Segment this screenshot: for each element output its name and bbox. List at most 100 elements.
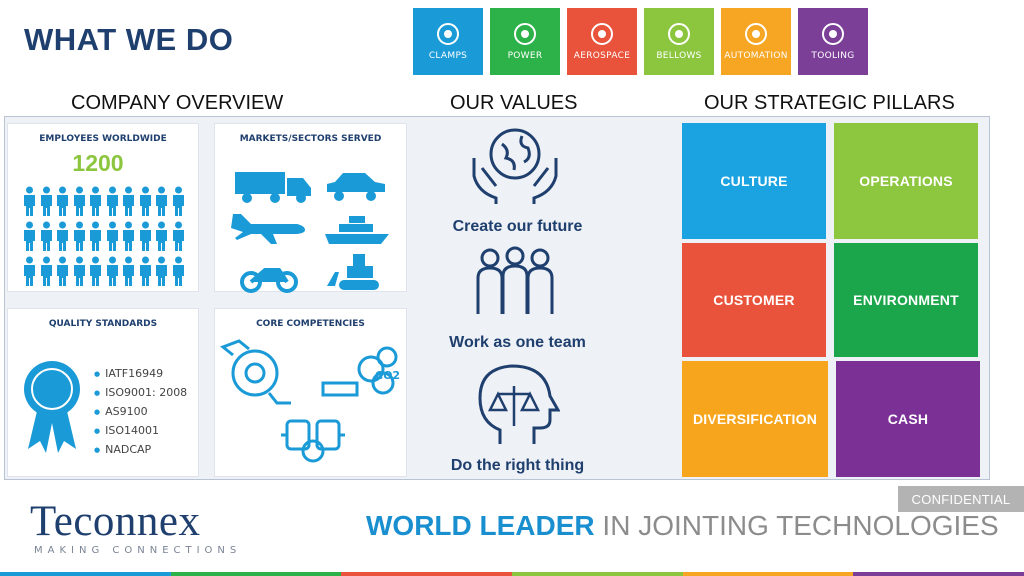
competencies-title: CORE COMPETENCIES	[256, 319, 365, 329]
competencies-icons: CO2	[220, 339, 400, 463]
pillar-cash: CASH	[836, 361, 980, 477]
person-icon	[57, 256, 68, 286]
people-grid	[22, 186, 192, 286]
person-icon	[172, 186, 184, 216]
tile-aerospace[interactable]: AEROSPACE	[567, 8, 637, 75]
value-right-thing: Do the right thing	[450, 457, 585, 474]
airplane-icon	[231, 214, 305, 244]
section-heading-pillars: OUR STRATEGIC PILLARS	[704, 92, 955, 114]
person-icon	[172, 221, 184, 251]
competencies-card: CORE COMPETENCIES CO2	[214, 308, 407, 477]
person-icon	[73, 256, 85, 286]
tile-label: POWER	[507, 50, 543, 61]
person-icon	[73, 186, 85, 216]
person-icon	[139, 221, 151, 251]
person-icon	[139, 256, 151, 286]
list-item: AS9100	[94, 403, 187, 422]
employees-count: 1200	[72, 150, 124, 176]
person-icon	[106, 256, 118, 286]
person-icon	[90, 221, 101, 251]
person-icon	[172, 256, 184, 286]
employees-title: EMPLOYEES WORLDWIDE	[39, 134, 167, 144]
aerospace-icon	[591, 22, 613, 45]
footer	[0, 486, 1024, 576]
turbo-icon	[220, 339, 291, 405]
tile-label: BELLOWS	[656, 50, 702, 61]
product-tiles: CLAMPS POWER AEROSPACE BELLOWS AUTOMATIO…	[413, 8, 868, 75]
tile-tooling[interactable]: TOOLING	[798, 8, 868, 75]
car-icon	[327, 173, 385, 201]
automation-icon	[745, 22, 767, 45]
person-icon	[40, 221, 52, 251]
pillar-diversification: DIVERSIFICATION	[682, 361, 828, 477]
person-icon	[24, 186, 35, 216]
tile-bellows[interactable]: BELLOWS	[644, 8, 714, 75]
globe-hands-icon	[472, 128, 558, 204]
pillar-culture: CULTURE	[682, 123, 826, 239]
markets-card: MARKETS/SECTORS SERVED	[214, 123, 407, 293]
tagline-rest: IN JOINTING TECHNOLOGIES	[594, 510, 999, 541]
person-icon	[106, 186, 118, 216]
co2-label: CO2	[375, 369, 400, 382]
section-heading-values: OUR VALUES	[450, 92, 578, 114]
quality-card: QUALITY STANDARDS IATF16949 ISO9001: 200…	[7, 308, 199, 477]
person-icon	[24, 256, 35, 286]
engine-icon	[281, 419, 345, 463]
quality-title: QUALITY STANDARDS	[48, 319, 158, 329]
tooling-icon	[822, 22, 844, 45]
person-icon	[90, 256, 101, 286]
person-icon	[57, 186, 68, 216]
list-item: ISO14001	[94, 422, 187, 441]
value-create-future: Create our future	[452, 218, 583, 235]
truck-icon	[235, 172, 311, 203]
tile-label: CLAMPS	[428, 50, 468, 61]
list-item: IATF16949	[94, 365, 187, 384]
person-icon	[40, 256, 52, 286]
markets-icons	[231, 172, 389, 293]
person-icon	[139, 186, 151, 216]
tagline: WORLD LEADER IN JOINTING TECHNOLOGIES	[366, 510, 999, 542]
section-heading-overview: COMPANY OVERVIEW	[71, 92, 284, 114]
person-icon	[40, 186, 52, 216]
ethics-head-icon	[478, 364, 560, 444]
bulldozer-icon	[327, 254, 379, 290]
person-icon	[156, 186, 167, 216]
tile-automation[interactable]: AUTOMATION	[721, 8, 791, 75]
markets-title: MARKETS/SECTORS SERVED	[239, 134, 382, 144]
person-icon	[24, 221, 35, 251]
tile-label: AUTOMATION	[724, 50, 788, 61]
person-icon	[156, 221, 167, 251]
pillar-operations: OPERATIONS	[834, 123, 978, 239]
clamp-icon	[437, 22, 459, 45]
color-stripe	[0, 572, 1024, 576]
value-one-team: Work as one team	[449, 334, 586, 351]
person-icon	[123, 221, 134, 251]
motorcycle-icon	[240, 268, 298, 293]
page-title: WHAT WE DO	[24, 22, 234, 57]
bellows-icon	[668, 22, 690, 45]
brand-logo: Teconnex	[30, 498, 201, 545]
tile-power[interactable]: POWER	[490, 8, 560, 75]
exhaust-pipe-icon	[321, 346, 398, 397]
list-item: ISO9001: 2008	[94, 384, 187, 403]
tile-label: AEROSPACE	[573, 50, 631, 61]
tile-label: TOOLING	[811, 50, 855, 61]
person-icon	[123, 186, 134, 216]
pillar-customer: CUSTOMER	[682, 243, 826, 357]
list-item: NADCAP	[94, 441, 187, 460]
brand-subtitle: MAKING CONNECTIONS	[34, 545, 242, 556]
pillar-environment: ENVIRONMENT	[834, 243, 978, 357]
quality-list: IATF16949 ISO9001: 2008 AS9100 ISO14001 …	[94, 365, 187, 460]
person-icon	[90, 186, 101, 216]
ship-icon	[325, 216, 389, 244]
award-ribbon-icon	[24, 361, 80, 453]
team-icon	[476, 246, 554, 314]
person-icon	[73, 221, 85, 251]
person-icon	[156, 256, 167, 286]
person-icon	[57, 221, 68, 251]
tagline-bold: WORLD LEADER	[366, 510, 595, 541]
employees-card: EMPLOYEES WORLDWIDE 1200	[7, 123, 199, 292]
tile-clamps[interactable]: CLAMPS	[413, 8, 483, 75]
power-icon	[514, 22, 536, 45]
person-icon	[123, 256, 134, 286]
